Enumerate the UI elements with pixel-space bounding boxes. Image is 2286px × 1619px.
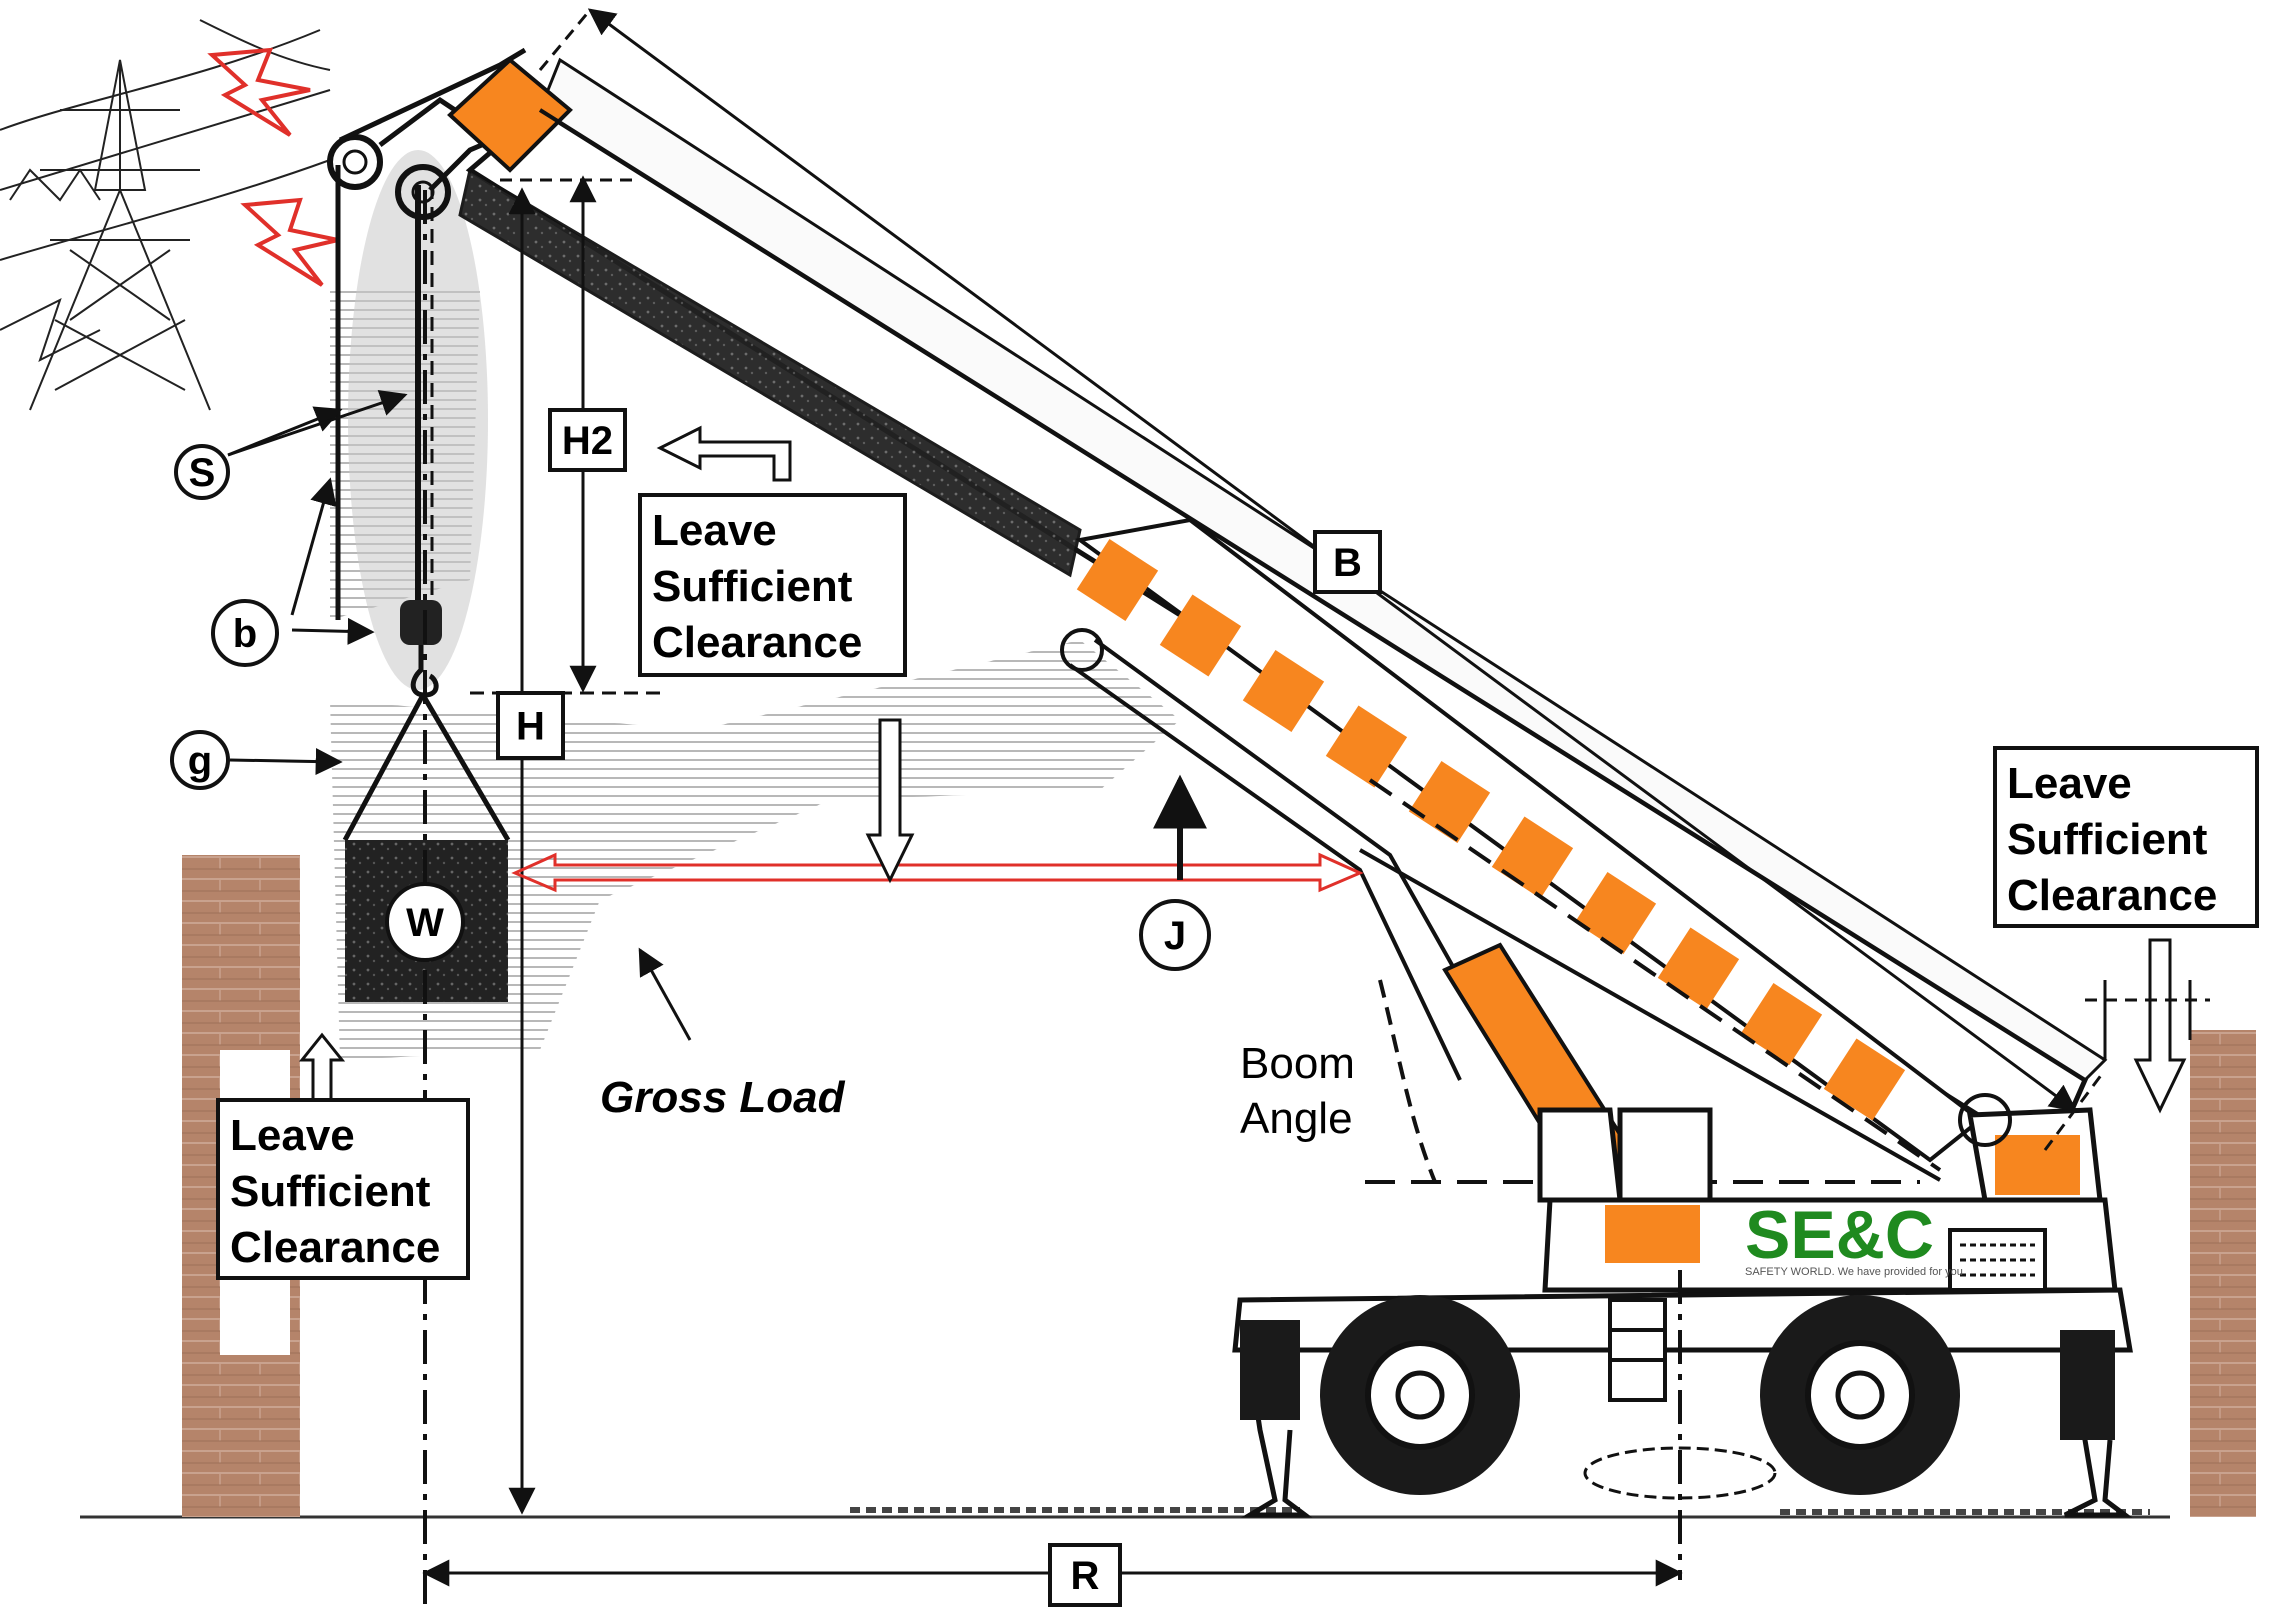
boom-angle-label-line1: Boom: [1240, 1039, 1355, 1088]
R-label-box: [1048, 1543, 1122, 1607]
clearance-note-right-box: [1993, 746, 2259, 928]
J-label: J: [1164, 914, 1186, 958]
W-label-circle: [385, 882, 465, 962]
b-label-circle: [211, 599, 279, 667]
leader-arrows: [227, 390, 1207, 1041]
H-label-box: [496, 691, 565, 760]
B-label-box: [1313, 530, 1382, 594]
R-label: R: [1071, 1554, 1100, 1598]
clearance-note-top-text: Sufficient: [652, 562, 853, 611]
clearance-note-right-text: Leave: [2007, 759, 2132, 808]
S-label-circle: [174, 444, 230, 500]
company-logo: SE&C: [1745, 1197, 1934, 1273]
H2-label: H2: [562, 419, 613, 463]
lightning-icon: [207, 47, 311, 137]
B-label: B: [1333, 541, 1362, 585]
g-label: g: [188, 739, 212, 783]
b-label: b: [233, 612, 257, 656]
right-brick-wall: [2190, 1030, 2256, 1517]
right-clearance-marker: [2085, 980, 2210, 1060]
clearance-note-top-text: Clearance: [652, 618, 862, 667]
ground-texture: [850, 1507, 2150, 1515]
W-label: W: [406, 901, 444, 945]
H-label: H: [516, 705, 545, 749]
company-logo-tagline: SAFETY WORLD. We have provided for you: [1745, 1266, 1963, 1278]
clearance-note-right-text: Sufficient: [2007, 815, 2208, 864]
clearance-note-top-text: Leave: [652, 506, 777, 555]
clearance-note-left-text: Clearance: [230, 1223, 440, 1272]
clearance-note-top-box: [638, 493, 907, 677]
gross-load-label: Gross Load: [600, 1073, 846, 1122]
clearance-note-left-box: [216, 1098, 470, 1280]
clearance-note-right-text: Clearance: [2007, 871, 2217, 920]
B-bottom-tick: [2043, 1069, 2107, 1151]
S-label: S: [189, 451, 216, 495]
crane-carrier: [1232, 1093, 2133, 1580]
clearance-note-left-text: Leave: [230, 1111, 355, 1160]
J-label-circle: [1139, 899, 1211, 971]
boom-angle-label-line2: Angle: [1240, 1094, 1353, 1143]
boom-clearance-arrow: [511, 852, 1364, 893]
power-line-towers: [0, 19, 331, 411]
clearance-block-arrows: [298, 425, 2187, 1114]
H2-label-box: [548, 408, 627, 472]
B-top-tick: [538, 9, 592, 71]
lightning-icon: [240, 197, 339, 287]
clearance-note-left-text: Sufficient: [230, 1167, 431, 1216]
g-label-circle: [170, 730, 230, 790]
